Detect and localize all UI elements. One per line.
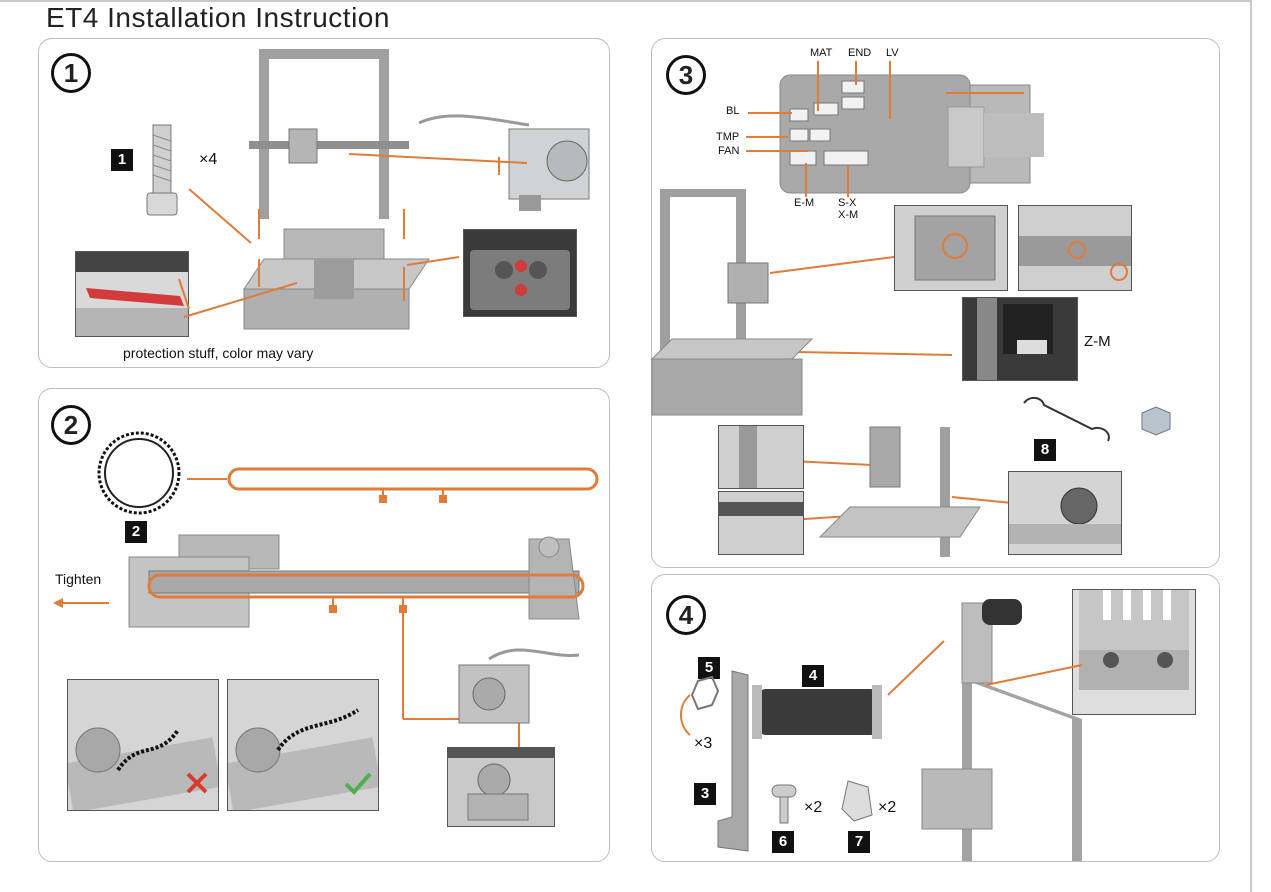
page-frame-right — [1250, 0, 1252, 892]
bracket-badge: 3 — [694, 783, 716, 805]
carriage-illustration — [458, 648, 580, 724]
step-1-panel: 1 1 ×4 protection stuff, color may vary — [38, 38, 610, 368]
protection-caption: protection stuff, color may vary — [123, 345, 314, 361]
page-frame-top — [0, 0, 1252, 2]
page-title: ET4 Installation Instruction — [46, 2, 390, 33]
extruder-inset — [1018, 205, 1132, 291]
tnut-badge-7: 7 — [848, 831, 870, 853]
screw-quantity: ×4 — [199, 151, 218, 168]
nut-badge: 5 — [698, 657, 720, 679]
screw-badge-6: 6 — [772, 831, 794, 853]
em-label: E-M — [794, 197, 815, 209]
step-4-panel: 4 5 ×3 4 3 6 ×2 7 ×2 — [651, 574, 1220, 862]
belt-badge: 2 — [125, 521, 147, 543]
ribbon-cable — [947, 106, 1044, 168]
frame-top-illustration — [921, 599, 1082, 861]
xmotor-inset — [894, 205, 1008, 291]
printer-side-illustration — [650, 189, 814, 416]
tighten-label: Tighten — [55, 571, 102, 587]
holder-mount-inset — [1072, 589, 1196, 715]
belt-correct-inset — [227, 679, 379, 811]
wrench-badge: 8 — [1034, 439, 1056, 461]
probe-inset-bottom — [718, 491, 804, 555]
mat-label: MAT — [810, 47, 833, 59]
screw-illustration — [146, 124, 178, 216]
xm-label: X-M — [838, 209, 859, 221]
step-1-arrows — [178, 153, 528, 318]
carriage-detail-inset — [447, 747, 555, 827]
bl-label: BL — [726, 105, 740, 117]
fan-label: FAN — [718, 145, 740, 157]
holder-badge: 4 — [802, 665, 824, 687]
step-4-arrows — [887, 640, 1083, 696]
step-2-number: 2 — [51, 405, 91, 445]
lv-label: LV — [886, 47, 899, 59]
roller-inset — [1008, 471, 1122, 555]
z-axis-illustration — [818, 426, 981, 557]
zmotor-inset — [962, 297, 1078, 381]
step-3-number: 3 — [666, 55, 706, 95]
belt-coil-illustration — [97, 431, 181, 515]
zm-label: Z-M — [1084, 333, 1111, 350]
screw-quantity-6: ×2 — [804, 799, 823, 816]
sx-label: S-X — [838, 197, 857, 209]
nut-quantity: ×3 — [694, 735, 713, 752]
tnut-quantity-7: ×2 — [878, 799, 897, 816]
bolt-tnut-illustration — [771, 780, 873, 824]
wrench-nut-illustration — [1023, 397, 1171, 442]
screw-badge: 1 — [111, 149, 133, 171]
step-1-number: 1 — [51, 53, 91, 93]
belt-wrong-inset — [67, 679, 219, 811]
spool-holder-illustration — [680, 670, 882, 852]
end-label: END — [848, 47, 872, 59]
step-2-panel: 2 2 Tighten — [38, 388, 610, 862]
rail-inset-right — [463, 229, 577, 317]
step-4-number: 4 — [666, 595, 706, 635]
printer-frame-illustration — [243, 49, 430, 330]
probe-inset-top — [718, 425, 804, 489]
step-3-panel: 3 MAT END LV BL TMP FAN E-M S-X X-M Z-M — [650, 38, 1220, 568]
protection-inset-left — [75, 251, 189, 337]
tmp-label: TMP — [716, 131, 740, 143]
hotend-illustration — [418, 114, 590, 211]
